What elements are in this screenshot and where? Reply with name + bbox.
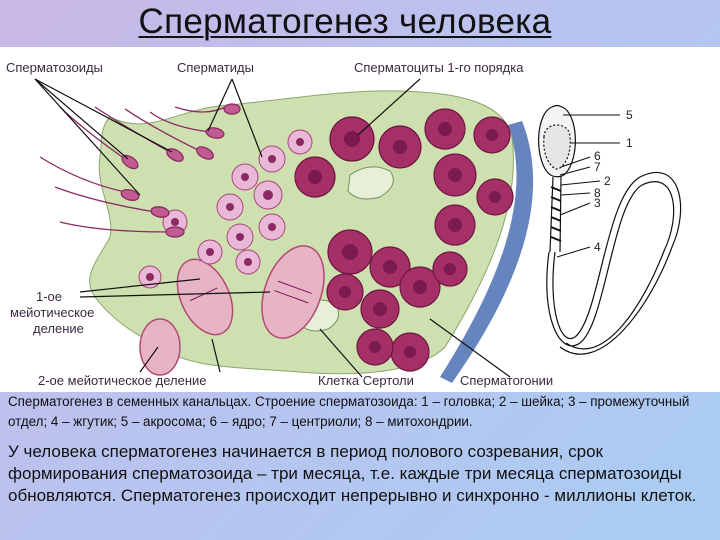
sperm-number-5: 5: [626, 108, 633, 122]
label-first-division-line3: деление: [33, 321, 84, 336]
pointer-lines: [34, 78, 511, 378]
label-spermatogonia: Сперматогонии: [460, 373, 553, 388]
dividing-cell-2: [176, 258, 234, 336]
dividing-cell-1: [261, 245, 325, 339]
spermatozoon-diagram: [538, 104, 682, 355]
sperm-number-2: 2: [604, 174, 611, 188]
spermatogenesis-figure: Сперматозоиды Сперматиды Сперматоциты 1-…: [0, 47, 720, 392]
sperm-flagellum: [552, 171, 682, 355]
sperm-number-4: 4: [594, 240, 601, 254]
sperm-number-3: 3: [594, 196, 601, 210]
nuclei: [308, 122, 501, 358]
sperm-number-8: 8: [594, 186, 601, 200]
sertoli-nucleus: [347, 166, 394, 200]
label-first-division-line1: 1-ое: [36, 289, 62, 304]
page-title: Сперматогенез человека: [138, 2, 552, 41]
figure-caption: Сперматогенез в семенных канальцах. Стро…: [8, 394, 690, 429]
label-spermatozoa: Сперматозоиды: [6, 60, 103, 75]
body-paragraph: У человека сперматогенез начинается в пе…: [8, 442, 697, 505]
sperm-number-pointers: [556, 114, 620, 258]
sperm-number-1: 1: [626, 136, 633, 150]
spermatid-nuclei: [146, 138, 304, 281]
dividing-cell-3: [139, 318, 181, 376]
label-spermatocytes: Сперматоциты 1-го порядка: [354, 60, 524, 75]
sperm-flagellum-outer: [546, 181, 675, 350]
label-first-division-line2: мейотическое: [10, 305, 94, 320]
sperm-number-7: 7: [594, 160, 601, 174]
label-sertoli: Клетка Сертоли: [318, 373, 414, 388]
sperm-mitochondria: [550, 186, 562, 242]
label-second-division: 2-ое мейотическое деление: [38, 373, 207, 388]
figure-svg: Сперматозоиды Сперматиды Сперматоциты 1-…: [6, 60, 682, 388]
sperm-number-6: 6: [594, 149, 601, 163]
basement-membrane: [440, 121, 534, 383]
label-spermatids: Сперматиды: [177, 60, 254, 75]
sperm-nucleus: [543, 124, 571, 170]
